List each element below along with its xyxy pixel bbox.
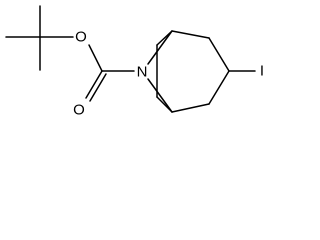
bond-bridgehead-top-to-ring-ch2-top bbox=[171, 30, 210, 39]
carbamate-group bbox=[85, 44, 135, 102]
bond-ch2-left-to-bridgehead-bottom bbox=[156, 96, 173, 113]
bond-ring-ch2-bottom-to-bridgehead-bottom bbox=[171, 103, 210, 113]
bond-nitrogen-to-bridgehead-top bbox=[147, 30, 173, 65]
atom-label-ether-oxygen: O bbox=[75, 29, 87, 46]
atom-label-iodine: I bbox=[260, 63, 264, 80]
bond-ether-oxygen-to-carbonyl bbox=[88, 44, 103, 72]
tert-butyl-group bbox=[5, 5, 74, 71]
bond-ring-ch2-top-to-ci bbox=[208, 37, 230, 72]
bicyclic-ring bbox=[147, 30, 256, 113]
atom-label-nitrogen: N bbox=[137, 64, 148, 81]
molecule-structure: O O N I bbox=[5, 5, 264, 119]
bond-bridgehead-top-to-ch2-left bbox=[156, 30, 173, 46]
bond-carbonyl-double-a bbox=[85, 70, 103, 99]
atom-label-carbonyl-oxygen: O bbox=[73, 102, 85, 119]
bond-ci-to-ring-ch2-bottom bbox=[208, 70, 230, 105]
bond-nitrogen-to-bridgehead-bottom bbox=[147, 78, 173, 113]
bond-carbonyl-double-b bbox=[89, 73, 107, 102]
